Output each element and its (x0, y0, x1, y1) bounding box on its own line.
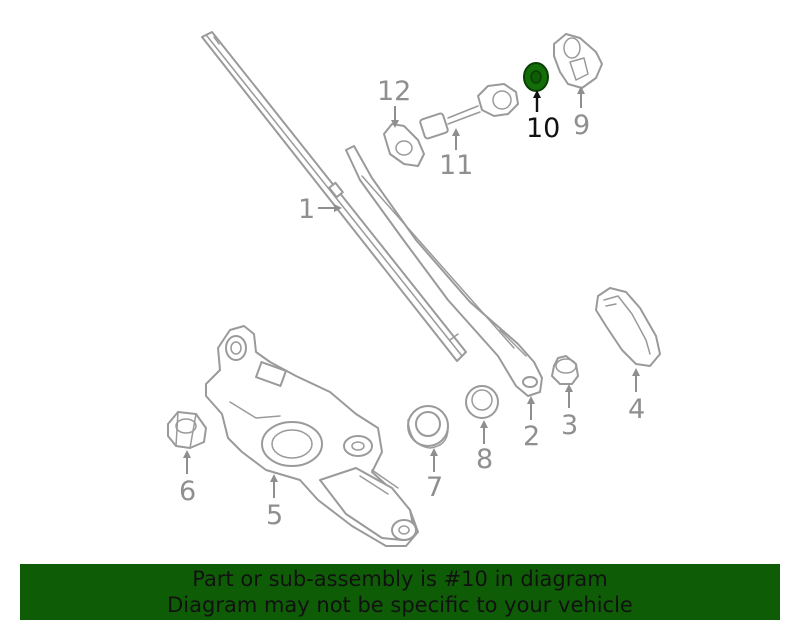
callout-12: 12 (377, 76, 411, 128)
part-6-hex-nut[interactable] (167, 411, 207, 449)
svg-text:4: 4 (628, 394, 645, 425)
part-9-pivot-cover[interactable] (553, 33, 603, 89)
part-5-wiper-motor[interactable] (205, 325, 419, 547)
svg-text:8: 8 (476, 444, 493, 475)
callout-11: 11 (439, 128, 473, 181)
part-7-grommet[interactable] (407, 405, 449, 449)
svg-text:1: 1 (298, 194, 315, 225)
callout-1: 1 (298, 194, 342, 225)
part-11-connector[interactable] (419, 83, 519, 140)
callout-10: 10 (526, 90, 560, 144)
info-banner: Part or sub-assembly is #10 in diagram D… (20, 564, 780, 620)
part-2-wiper-arm[interactable] (345, 145, 543, 397)
svg-text:10: 10 (526, 113, 560, 144)
parts-diagram: 1 2 3 4 5 6 7 8 9 10 (167, 31, 661, 547)
callout-5: 5 (266, 474, 283, 531)
callout-8: 8 (476, 420, 493, 475)
svg-text:3: 3 (561, 410, 578, 441)
part-10-seal[interactable] (523, 62, 549, 92)
part-3-nut-cap[interactable] (551, 355, 579, 385)
svg-text:12: 12 (377, 76, 411, 107)
svg-text:5: 5 (266, 500, 283, 531)
svg-text:7: 7 (426, 472, 443, 503)
svg-text:2: 2 (523, 421, 540, 452)
part-4-arm-cover[interactable] (595, 287, 661, 367)
callout-4: 4 (628, 368, 645, 425)
callout-2: 2 (523, 396, 540, 452)
part-8-bushing[interactable] (465, 385, 499, 419)
callout-6: 6 (179, 450, 196, 507)
callout-9: 9 (573, 86, 590, 141)
callout-3: 3 (561, 384, 578, 441)
svg-text:6: 6 (179, 476, 196, 507)
svg-text:9: 9 (573, 110, 590, 141)
svg-text:11: 11 (439, 150, 473, 181)
part-12-nut-housing[interactable] (383, 123, 425, 167)
banner-line-disclaimer: Diagram may not be specific to your vehi… (167, 593, 633, 617)
banner-line-part: Part or sub-assembly is #10 in diagram (192, 567, 608, 591)
part-1-wiper-blade[interactable] (201, 31, 467, 362)
callout-7: 7 (426, 448, 443, 503)
